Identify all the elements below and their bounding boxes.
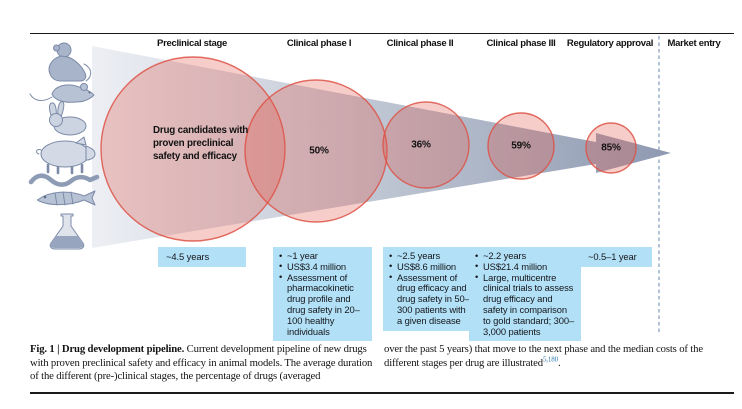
info-item: Assessment of drug efficacy and drug saf… <box>389 272 470 327</box>
info-item: ~2.2 years <box>475 250 577 262</box>
info-item: US$21.4 million <box>475 261 577 273</box>
stage-circle-preclinical <box>100 56 286 242</box>
eel-icon <box>28 173 100 187</box>
pass-rate-phase3: 59% <box>511 140 531 152</box>
caption-left-column: Fig. 1 | Drug development pipeline. Curr… <box>30 343 382 384</box>
info-box-phase2: ~2.5 years US$8.6 million Assessment of … <box>383 247 473 331</box>
zebrafish-icon <box>37 190 96 206</box>
info-item: ~1 year <box>279 250 369 262</box>
stage-header-preclinical: Preclinical stage <box>157 38 227 49</box>
stage-circle-phase1 <box>244 79 388 223</box>
pig-icon <box>36 136 96 175</box>
stage-header-phase2: Clinical phase II <box>386 38 454 49</box>
info-item: Large, multicentre clinical trials to as… <box>475 272 577 338</box>
info-box-preclinical: ~4.5 years <box>158 247 246 267</box>
caption-right-column: over the past 5 years) that move to the … <box>384 343 732 370</box>
stage-header-phase1: Clinical phase I <box>286 38 352 49</box>
info-box-phase1: ~1 year US$3.4 million Assessment of pha… <box>273 247 372 342</box>
stage-header-approval: Regulatory approval <box>566 38 654 49</box>
funnel-arrow <box>92 46 671 248</box>
flask-icon <box>49 213 85 250</box>
top-rule <box>30 33 734 34</box>
reference-link[interactable]: 5,180 <box>542 354 558 363</box>
pass-rate-phase1: 50% <box>309 145 329 157</box>
stage-circle-phase2 <box>382 101 470 189</box>
pass-rate-approval: 85% <box>601 142 621 154</box>
info-item: US$8.6 million <box>389 261 470 273</box>
stage-circle-phase3 <box>487 112 555 180</box>
pass-rate-phase2: 36% <box>411 139 431 151</box>
mouse-icon <box>29 83 95 103</box>
caption-figure-label: Fig. 1 | Drug development pipeline. <box>30 343 185 355</box>
info-item: ~4.5 years <box>166 250 210 262</box>
info-box-phase3: ~2.2 years US$21.4 million Large, multic… <box>469 247 581 342</box>
info-box-approval: ~0.5–1 year <box>580 247 652 267</box>
rabbit-icon <box>49 101 87 136</box>
info-item: US$3.4 million <box>279 261 369 273</box>
stage-header-phase3: Clinical phase III <box>486 38 556 49</box>
info-item: ~2.5 years <box>389 250 470 262</box>
stage-header-market-entry: Market entry <box>667 38 721 49</box>
bottom-rule <box>30 392 734 394</box>
info-item: ~0.5–1 year <box>588 250 637 262</box>
monkey-icon <box>48 42 92 82</box>
caption-left-text: Current development pipeline of new drug… <box>30 343 373 382</box>
preclinical-circle-text: Drug candidates with proven preclinical … <box>153 125 249 162</box>
stage-circle-approval <box>585 122 637 174</box>
caption-period: . <box>557 356 561 369</box>
caption-right-text: over the past 5 years) that move to the … <box>384 343 703 369</box>
info-item: Assessment of pharmacokinetic drug profi… <box>279 272 369 338</box>
